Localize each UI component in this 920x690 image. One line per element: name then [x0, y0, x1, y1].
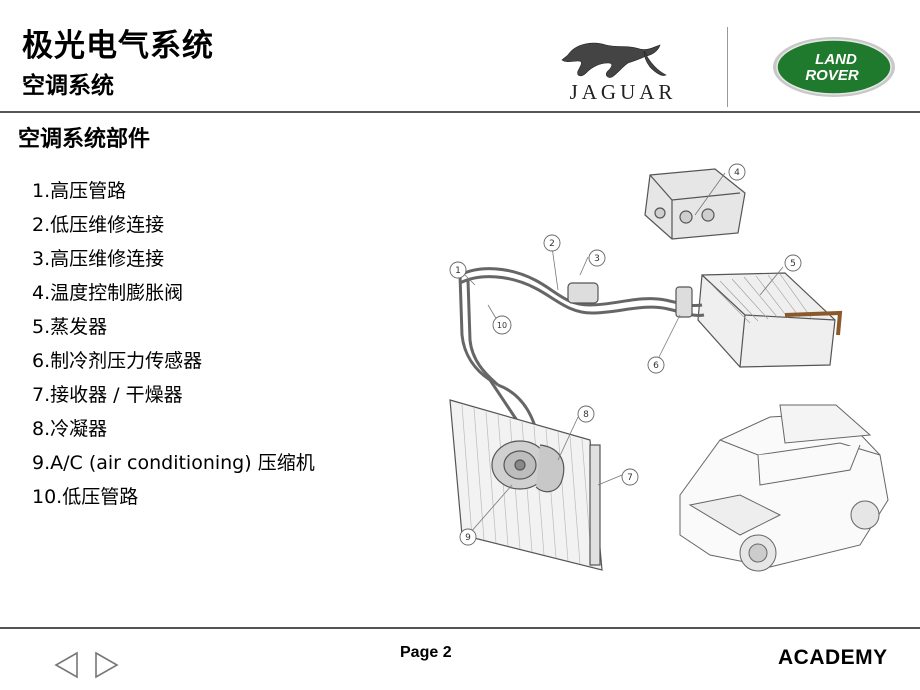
svg-text:2: 2 [549, 239, 555, 249]
footer-rule [0, 627, 920, 629]
evaporator-drawing [697, 272, 843, 368]
svg-text:7: 7 [627, 473, 633, 483]
compressor-drawing [491, 440, 565, 493]
section-title: 空调系统部件 [18, 127, 151, 152]
callout-2: 2 [543, 234, 561, 252]
next-slide-icon[interactable] [93, 650, 121, 680]
vehicle-outline-drawing [679, 404, 889, 572]
svg-text:4: 4 [734, 168, 740, 178]
page-title: 极光电气系统 [22, 28, 214, 64]
academy-label: ACADEMY [778, 646, 888, 669]
callout-4: 4 [728, 163, 746, 181]
pressure-sensor-drawing [675, 286, 693, 318]
landrover-line1: LAND [815, 51, 857, 68]
jaguar-leaper-icon [561, 42, 667, 78]
parts-list: 1.高压管路 2.低压维修连接 3.高压维修连接 4.温度控制膨胀阀 5.蒸发器… [32, 174, 315, 514]
jaguar-wordmark: JAGUAR [570, 80, 677, 104]
header-rule [0, 111, 920, 113]
list-item: 10.低压管路 [32, 486, 139, 508]
ac-system-diagram: 1 2 3 4 5 6 7 8 9 10 [449, 163, 889, 572]
svg-text:3: 3 [594, 254, 600, 264]
callout-9: 9 [459, 528, 477, 546]
svg-text:5: 5 [790, 259, 796, 269]
callout-5: 5 [784, 254, 802, 272]
list-item: 6.制冷剂压力传感器 [32, 350, 203, 372]
callout-3: 3 [588, 249, 606, 267]
list-item: 7.接收器 / 干燥器 [32, 384, 183, 406]
list-item: 3.高压维修连接 [32, 248, 165, 270]
expansion-valve-drawing [644, 168, 746, 240]
jaguar-logo: JAGUAR [561, 42, 677, 104]
page-number: Page 2 [400, 644, 452, 661]
receiver-drier-drawing [589, 444, 601, 566]
callout-8: 8 [577, 405, 595, 423]
landrover-logo: LAND ROVER [773, 37, 895, 97]
callout-1: 1 [449, 261, 467, 279]
callout-7: 7 [621, 468, 639, 486]
svg-text:10: 10 [497, 321, 507, 330]
list-item: 4.温度控制膨胀阀 [32, 282, 184, 304]
list-item: 2.低压维修连接 [32, 214, 165, 236]
list-item: 8.冷凝器 [32, 418, 108, 440]
logo-divider [727, 27, 728, 107]
callout-10: 10 [492, 315, 512, 335]
list-item: 1.高压管路 [32, 180, 127, 202]
list-item: 9.A/C (air conditioning) 压缩机 [32, 452, 315, 474]
svg-text:6: 6 [653, 361, 659, 371]
callout-6: 6 [647, 356, 665, 374]
list-item: 5.蒸发器 [32, 316, 108, 338]
previous-slide-icon[interactable] [52, 650, 80, 680]
svg-text:9: 9 [465, 533, 471, 543]
svg-text:1: 1 [455, 266, 461, 276]
service-port-drawing [567, 282, 599, 304]
svg-text:8: 8 [583, 410, 589, 420]
page-subtitle: 空调系统 [22, 73, 114, 99]
landrover-line2: ROVER [805, 67, 859, 84]
